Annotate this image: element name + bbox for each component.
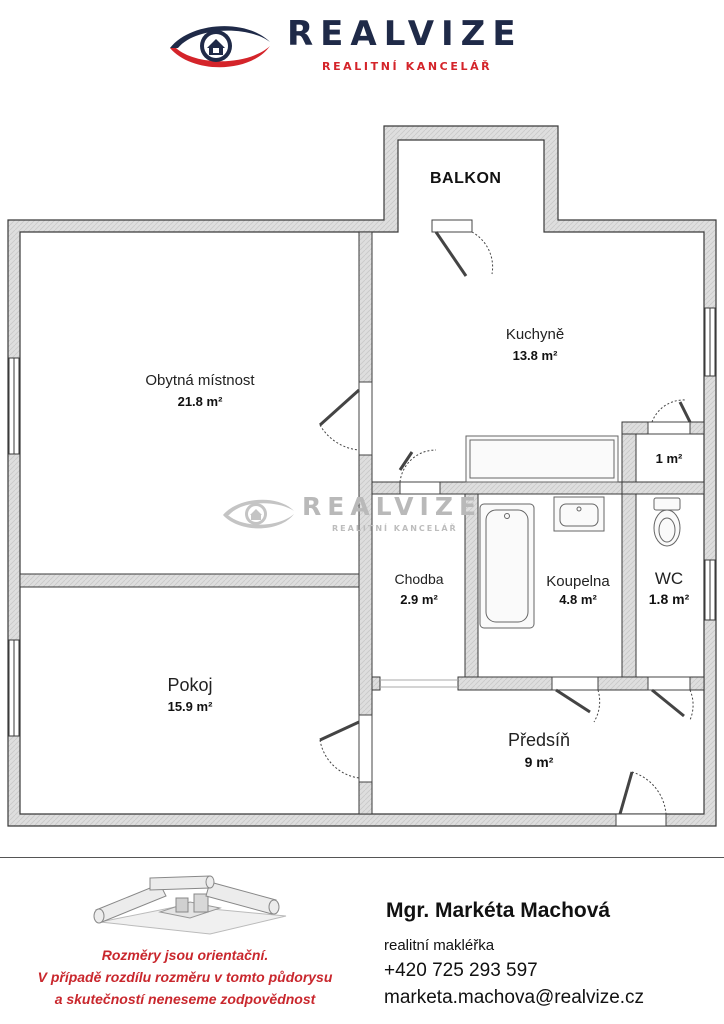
agent-title: realitní makléřka <box>384 937 495 954</box>
room-name: Kuchyně <box>505 326 565 343</box>
agent-name: Mgr. Markéta Machová <box>386 899 611 922</box>
blueprint-rolls-illustration-icon <box>93 875 287 935</box>
room-area: 13.8 m² <box>512 348 558 363</box>
agent-phone[interactable]: +420 725 293 597 <box>384 960 538 981</box>
room-name: Pokoj <box>167 675 213 695</box>
balcony-label: BALKON <box>430 170 502 187</box>
room-pokoj: Pokoj 15.9 m² <box>167 675 212 714</box>
brand-subtitle: REALITNÍ KANCELÁŘ <box>322 60 493 73</box>
room-predsin: Předsíň 9 m² <box>508 730 570 770</box>
room-obytna-mistnost: Obytná místnost 21.8 m² <box>145 372 254 409</box>
room-area: 9 m² <box>524 754 554 770</box>
room-kuchyne: Kuchyně 13.8 m² <box>506 326 564 363</box>
disclaimer-line-2: V případě rozdílu rozměru v tomto půdory… <box>37 969 333 985</box>
bathtub <box>479 503 535 629</box>
footer-divider <box>0 857 724 858</box>
windows <box>8 307 716 737</box>
room-wc: WC 1.8 m² <box>649 569 689 607</box>
room-name: WC <box>654 569 684 588</box>
toilet <box>653 497 681 547</box>
interior-walls <box>19 231 705 815</box>
floor-plan <box>7 125 717 827</box>
room-name: Koupelna <box>546 573 610 590</box>
eye-house-logo-icon <box>170 26 270 68</box>
disclaimer-line-1: Rozměry jsou orientační. <box>101 947 269 963</box>
watermark-brand-subtitle: REALITNÍ KANCELÁŘ <box>332 524 458 533</box>
room-name: Předsíň <box>507 730 571 750</box>
outer-walls <box>7 125 717 827</box>
room-koupelna: Koupelna 4.8 m² <box>546 573 609 607</box>
room-area: 2.9 m² <box>400 592 438 607</box>
room-area: 1.8 m² <box>648 591 690 607</box>
sink <box>553 496 605 532</box>
disclaimer-line-3: a skutečností neneseme zodpovědnost <box>54 991 316 1007</box>
room-area: 15.9 m² <box>167 699 213 714</box>
room-name: Chodba <box>394 571 444 587</box>
watermark-eye-logo-icon <box>223 499 294 529</box>
agent-email[interactable]: marketa.machova@realvize.cz <box>384 987 645 1008</box>
doors <box>318 219 694 827</box>
room-area: 21.8 m² <box>177 394 223 409</box>
room-area: 4.8 m² <box>559 592 597 607</box>
room-storage: 1 m² <box>656 451 683 466</box>
watermark-brand-name: REALVIZE <box>302 492 483 521</box>
room-area: 1 m² <box>655 451 683 466</box>
brand-name: REALVIZE <box>287 14 523 54</box>
room-chodba: Chodba 2.9 m² <box>394 571 443 607</box>
kitchen-counter <box>465 435 619 483</box>
room-name: Obytná místnost <box>145 372 255 389</box>
